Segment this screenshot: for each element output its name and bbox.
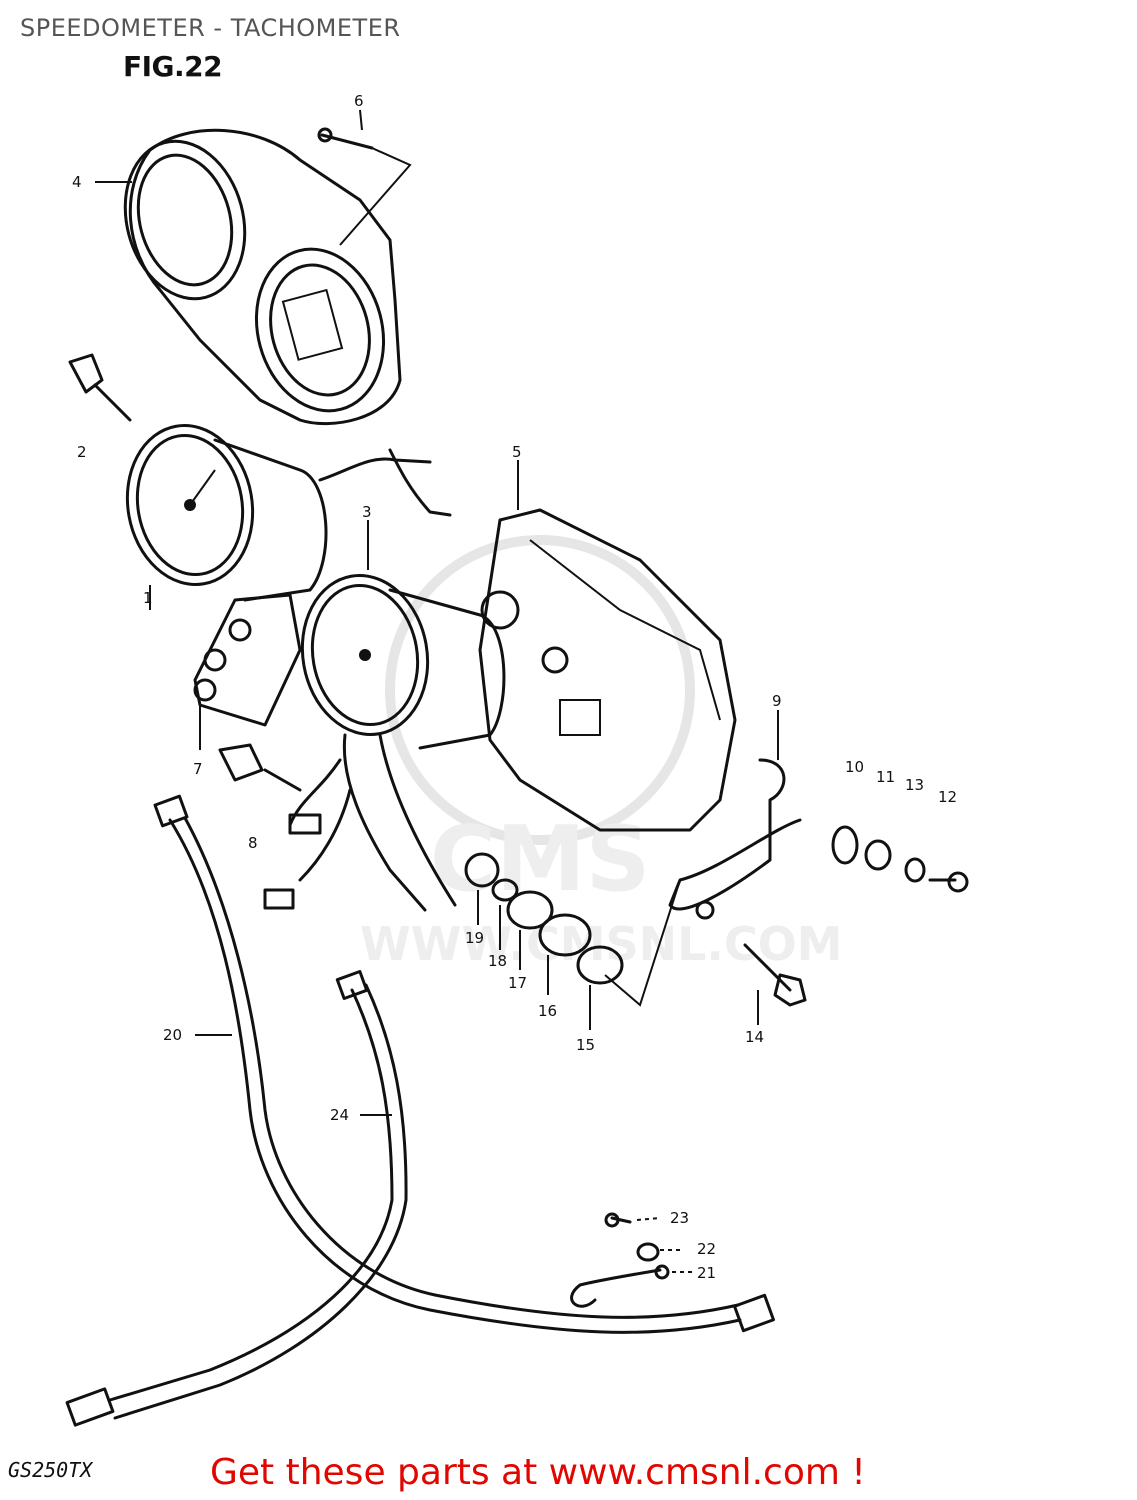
callout-11: 11 (876, 768, 895, 786)
cushion-stack (464, 852, 681, 1007)
callout-10: 10 (845, 758, 864, 776)
callout-7: 7 (193, 760, 203, 778)
bulb-socket-part (68, 353, 132, 422)
bracket-part (668, 758, 802, 920)
indicator-holder-part (193, 593, 302, 727)
callout-8: 8 (248, 834, 258, 852)
meter-case-part (123, 128, 402, 426)
callout-12: 12 (938, 788, 957, 806)
callout-23: 23 (670, 1209, 689, 1227)
callout-2: 2 (77, 443, 87, 461)
callout-16: 16 (538, 1002, 557, 1020)
callout-3: 3 (362, 503, 372, 521)
callout-14: 14 (745, 1028, 764, 1046)
callout-19: 19 (465, 929, 484, 947)
wiring-harness (288, 733, 457, 912)
callout-21: 21 (697, 1264, 716, 1282)
watermark: CMS WWW.CMSNL.COM (360, 535, 843, 971)
callout-6: 6 (354, 92, 364, 110)
wire-connector (388, 448, 452, 517)
callout-9: 9 (772, 692, 782, 710)
model-code: GS250TX (8, 1458, 93, 1482)
mount-hardware (831, 825, 969, 893)
watermark-url: WWW.CMSNL.COM (360, 917, 843, 971)
figure-label: FIG.22 (123, 50, 223, 83)
speedometer-part (125, 423, 328, 602)
tachometer-cable-part (65, 969, 408, 1427)
wire-harness-upper (318, 457, 432, 482)
callout-15: 15 (576, 1036, 595, 1054)
callout-24: 24 (330, 1106, 349, 1124)
callout-18: 18 (488, 952, 507, 970)
speedometer-cable-part (153, 794, 775, 1334)
callout-1: 1 (143, 589, 153, 607)
screw-part (317, 127, 412, 246)
bolt-part (743, 943, 807, 1007)
callout-5: 5 (512, 443, 522, 461)
back-cover-part (478, 508, 737, 832)
callout-numbers: 1 2 3 4 5 6 7 8 9 10 11 12 13 14 15 16 1… (72, 92, 957, 1282)
watermark-brand: CMS (430, 807, 650, 912)
callout-22: 22 (697, 1240, 716, 1258)
callout-20: 20 (163, 1026, 182, 1044)
leader-lines (95, 109, 779, 1116)
lamp-socket-part (218, 743, 322, 910)
callout-13: 13 (905, 776, 924, 794)
promo-link[interactable]: Get these parts at www.cmsnl.com ! (210, 1452, 866, 1493)
callout-4: 4 (72, 173, 82, 191)
page-title: SPEEDOMETER - TACHOMETER (20, 14, 401, 42)
cable-clamp-hardware (570, 1212, 692, 1308)
callout-17: 17 (508, 974, 527, 992)
